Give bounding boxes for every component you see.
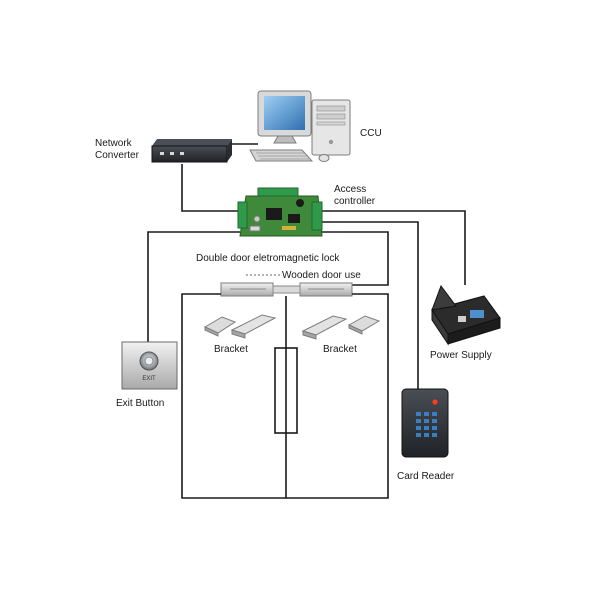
wire-controller-to-power-supply <box>322 210 466 285</box>
exit-button-face-text: EXIT <box>142 376 156 382</box>
wire-controller-to-lock <box>316 231 389 286</box>
network-converter-device <box>151 139 232 163</box>
network-converter-label-line1: Network <box>95 138 133 149</box>
wooden-door-use-label: Wooden door use <box>282 270 361 281</box>
card-reader-label: Card Reader <box>397 471 455 482</box>
network-converter-label-line2: Converter <box>95 150 140 161</box>
ccu-label: CCU <box>360 128 382 139</box>
double-door-lock-label: Double door eletromagnetic lock <box>196 253 340 264</box>
bracket-left-label: Bracket <box>214 344 248 355</box>
wire-network-converter-to-controller <box>181 164 240 212</box>
access-controller-label-line1: Access <box>334 184 366 195</box>
door-left <box>181 293 287 499</box>
wire-controller-to-card-reader <box>316 221 419 390</box>
double-door-frame <box>181 293 389 499</box>
door-right <box>286 293 389 499</box>
monitor-screen <box>264 96 305 130</box>
exit-button-label: Exit Button <box>116 398 164 409</box>
card-reader-led <box>432 399 438 405</box>
bracket-left-set <box>203 314 277 339</box>
power-supply-box <box>431 284 501 346</box>
exit-button-device: EXIT <box>121 341 178 390</box>
bracket-right-set <box>301 315 381 340</box>
ccu-computer <box>249 90 351 162</box>
mouse <box>318 154 330 162</box>
wiring <box>147 143 466 390</box>
card-reader-keypad <box>416 412 437 437</box>
electromagnetic-lock <box>220 282 353 297</box>
bracket-right-label: Bracket <box>323 344 357 355</box>
access-controller-board <box>237 187 323 237</box>
monitor-stand <box>273 135 297 144</box>
wire-controller-to-exit-button <box>147 231 240 342</box>
power-supply-label: Power Supply <box>430 350 492 361</box>
access-controller-label-line2: controller <box>334 196 376 207</box>
door-handle-plate <box>274 347 298 434</box>
card-reader-device <box>401 388 449 458</box>
